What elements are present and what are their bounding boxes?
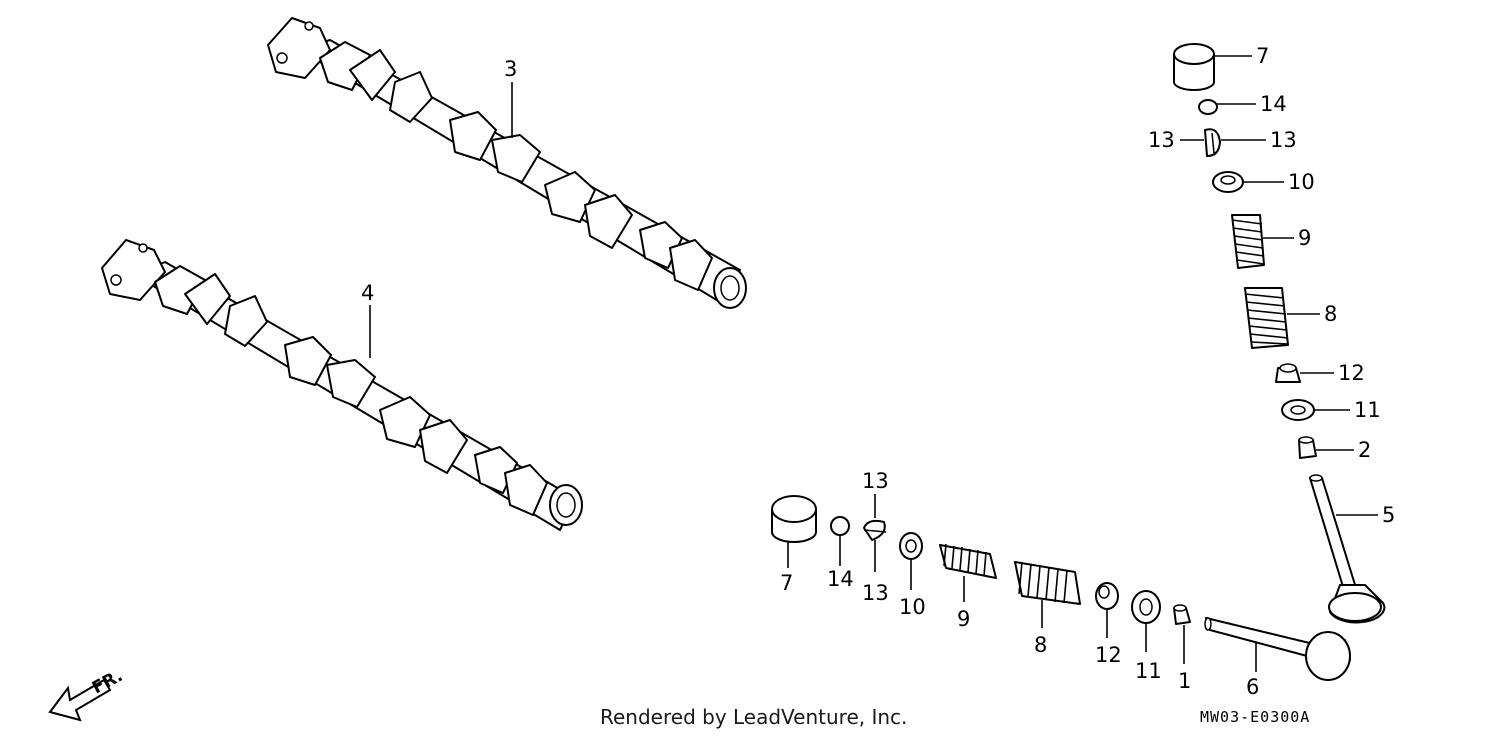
inner-spring-right[interactable]	[1231, 214, 1265, 269]
callout-b13b[interactable]: 13	[862, 581, 889, 605]
callout-b14[interactable]: 14	[827, 567, 854, 591]
stem-seal-bottom[interactable]	[1095, 582, 1119, 610]
callout-b10[interactable]: 10	[899, 595, 926, 619]
valve-lifter-right[interactable]	[1173, 43, 1215, 91]
shim-bottom[interactable]	[830, 516, 850, 536]
callout-r7[interactable]: 7	[1256, 44, 1269, 68]
callout-r9[interactable]: 9	[1298, 226, 1311, 250]
callout-b12[interactable]: 12	[1095, 643, 1122, 667]
inner-spring-bottom[interactable]	[939, 543, 997, 579]
callout-b11[interactable]: 11	[1135, 659, 1162, 683]
callout-r8[interactable]: 8	[1324, 302, 1337, 326]
front-direction-arrow: FR.	[48, 666, 126, 722]
cotters-right[interactable]	[1204, 128, 1221, 157]
callout-b13a[interactable]: 13	[862, 469, 889, 493]
shim-right[interactable]	[1198, 99, 1218, 115]
retainer-right[interactable]	[1212, 171, 1244, 193]
callout-4[interactable]: 4	[361, 281, 374, 305]
callout-r2[interactable]: 2	[1358, 438, 1371, 462]
spring-seat-right[interactable]	[1281, 399, 1315, 421]
valve-guide-right[interactable]	[1298, 436, 1317, 459]
render-credit: Rendered by LeadVenture, Inc.	[600, 705, 907, 729]
outer-spring-bottom[interactable]	[1014, 561, 1081, 605]
callout-r12[interactable]: 12	[1338, 361, 1365, 385]
retainer-bottom[interactable]	[899, 532, 923, 560]
callout-r10[interactable]: 10	[1288, 170, 1315, 194]
callout-3[interactable]: 3	[504, 57, 517, 81]
callout-b1[interactable]: 1	[1178, 669, 1191, 693]
callout-r13a[interactable]: 13	[1148, 128, 1175, 152]
valve-lifter-bottom[interactable]	[771, 495, 817, 543]
callout-b9[interactable]: 9	[957, 607, 970, 631]
camshaft-4[interactable]	[101, 239, 583, 531]
spring-seat-bottom[interactable]	[1131, 590, 1161, 624]
callout-b8[interactable]: 8	[1034, 633, 1047, 657]
callout-r13b[interactable]: 13	[1270, 128, 1297, 152]
cotters-bottom[interactable]	[863, 519, 887, 541]
valve-guide-bottom[interactable]	[1173, 604, 1191, 625]
diagram-code: MW03-E0300A	[1200, 708, 1310, 726]
callout-r11[interactable]: 11	[1354, 398, 1381, 422]
callout-b6[interactable]: 6	[1246, 675, 1259, 699]
valve-5[interactable]	[1309, 474, 1386, 624]
callout-b7[interactable]: 7	[780, 571, 793, 595]
camshaft-3[interactable]	[267, 17, 747, 309]
callout-r14[interactable]: 14	[1260, 92, 1287, 116]
stem-seal-right[interactable]	[1275, 363, 1301, 383]
outer-spring-right[interactable]	[1244, 287, 1289, 349]
callout-r5[interactable]: 5	[1382, 503, 1395, 527]
valve-6[interactable]	[1204, 617, 1351, 681]
